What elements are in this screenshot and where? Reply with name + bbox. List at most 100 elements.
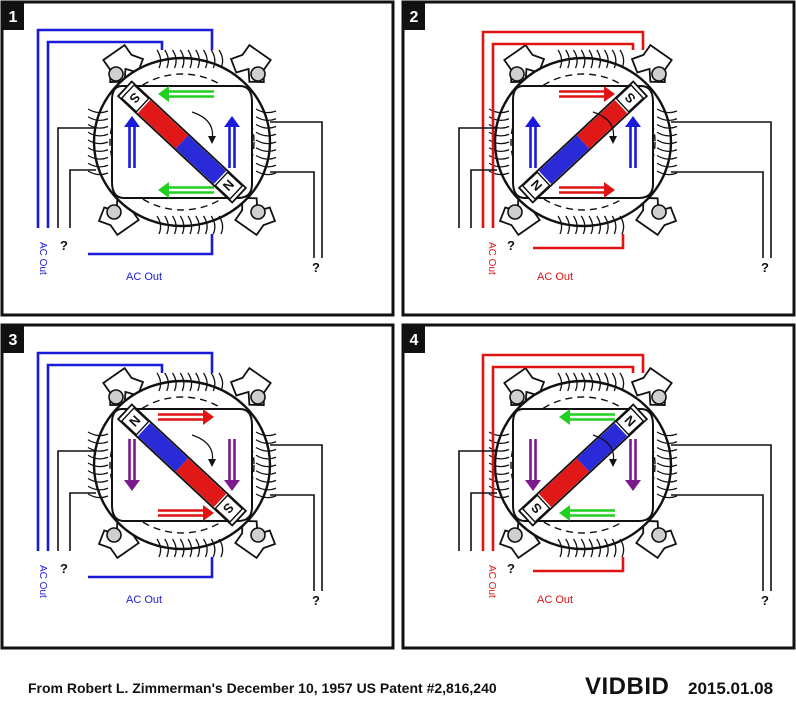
bolt-hole — [509, 66, 525, 82]
ac-out-vertical-label: AC Out — [486, 242, 497, 275]
panel-number: 1 — [9, 9, 18, 26]
flux-arrow-top — [158, 409, 214, 425]
panel-number: 2 — [410, 9, 419, 26]
flux-arrow-bottom — [559, 505, 615, 521]
coil-bottom — [557, 215, 625, 235]
unknown-lead-left: ? — [60, 238, 68, 253]
coil-right — [255, 108, 277, 176]
flux-arrow-top — [559, 86, 615, 102]
coil-right — [255, 431, 277, 499]
bolt-hole — [250, 66, 266, 82]
brand-logo-text: VIDBID — [585, 673, 670, 700]
flux-arrow-right — [224, 439, 240, 491]
coil-top — [156, 372, 224, 392]
bolt-hole — [509, 389, 525, 405]
flux-arrow-top — [158, 86, 214, 102]
rotation-arrowhead — [609, 459, 617, 467]
flux-arrow-left — [124, 439, 140, 491]
magnet-left-pole — [137, 422, 189, 472]
unknown-lead-left: ? — [507, 238, 515, 253]
magnet-left-pole — [538, 135, 590, 185]
flux-arrow-left — [124, 116, 140, 168]
bolt-hole — [651, 66, 667, 82]
coil-bottom — [156, 215, 224, 235]
panel-3: 3NS AC Out AC Out?? — [0, 323, 395, 650]
coil-bottom — [557, 538, 625, 558]
caption-bar: From Robert L. Zimmerman's December 10, … — [0, 662, 796, 700]
flux-arrow-right — [224, 116, 240, 168]
ac-out-vertical-label: AC Out — [486, 565, 497, 598]
bolt-hole — [106, 527, 122, 543]
coil-wiring — [36, 28, 323, 258]
flux-arrow-bottom — [559, 182, 615, 198]
coil-left — [87, 431, 109, 499]
caption-date: 2015.01.08 — [688, 679, 774, 698]
rotation-arrowhead — [208, 459, 216, 467]
rotation-arrowhead — [609, 136, 617, 144]
coil-right — [656, 431, 678, 499]
panel-1: 1SN AC Out AC Out?? — [0, 0, 395, 317]
bar-magnet: SN — [116, 80, 248, 204]
magnet-right-pole — [576, 99, 628, 149]
unknown-lead-right: ? — [761, 260, 769, 275]
bar-magnet: NS — [517, 80, 649, 204]
coil-top — [156, 49, 224, 69]
magnet-left-pole — [538, 458, 590, 508]
bar-magnet: SN — [517, 403, 649, 527]
ac-out-vertical-label: AC Out — [37, 565, 48, 598]
bolt-hole — [250, 389, 266, 405]
coil-left — [87, 108, 109, 176]
source-caption: From Robert L. Zimmerman's December 10, … — [28, 680, 497, 696]
coil-wiring — [36, 351, 323, 591]
coil-bottom — [156, 538, 224, 558]
magnet-right-pole — [175, 135, 227, 185]
panel-number: 3 — [9, 332, 18, 349]
unknown-lead-right: ? — [312, 260, 320, 275]
panel-4: 4SN AC Out AC Out?? — [401, 323, 796, 650]
coil-left — [488, 108, 510, 176]
flux-arrow-bottom — [158, 182, 214, 198]
unknown-lead-right: ? — [761, 593, 769, 608]
bolt-hole — [108, 66, 124, 82]
panel-number-badge — [2, 2, 24, 30]
ac-out-label: AC Out — [537, 271, 573, 283]
bolt-hole — [108, 389, 124, 405]
flux-arrow-left — [525, 439, 541, 491]
flux-arrow-left — [525, 116, 541, 168]
panel-number-badge — [403, 325, 425, 353]
flux-arrow-right — [625, 116, 641, 168]
ac-out-vertical-label: AC Out — [37, 242, 48, 275]
coil-wiring — [458, 353, 772, 591]
unknown-lead-left: ? — [60, 561, 68, 576]
unknown-lead-right: ? — [312, 593, 320, 608]
unknown-lead-left: ? — [507, 561, 515, 576]
bolt-hole — [651, 527, 667, 543]
panel-number-badge — [403, 2, 425, 30]
magnet-right-pole — [175, 458, 227, 508]
flux-arrow-bottom — [158, 505, 214, 521]
bar-magnet: NS — [116, 403, 248, 527]
panel-number: 4 — [410, 332, 419, 349]
flux-arrow-top — [559, 409, 615, 425]
coil-right — [656, 108, 678, 176]
panel-number-badge — [2, 325, 24, 353]
bolt-hole — [507, 204, 523, 220]
coil-left — [488, 431, 510, 499]
coil-wiring — [458, 30, 772, 258]
rotation-arrowhead — [208, 136, 216, 144]
bolt-hole — [106, 204, 122, 220]
magnet-left-pole — [137, 99, 189, 149]
coil-top — [557, 49, 625, 69]
magnet-right-pole — [576, 422, 628, 472]
panel-2: 2NS AC Out AC Out?? — [401, 0, 796, 317]
bolt-hole — [651, 204, 667, 220]
ac-out-label: AC Out — [537, 594, 573, 606]
bolt-hole — [250, 527, 266, 543]
bolt-hole — [651, 389, 667, 405]
flux-arrow-right — [625, 439, 641, 491]
bolt-hole — [250, 204, 266, 220]
ac-out-label: AC Out — [126, 594, 162, 606]
ac-out-label: AC Out — [126, 271, 162, 283]
bolt-hole — [507, 527, 523, 543]
